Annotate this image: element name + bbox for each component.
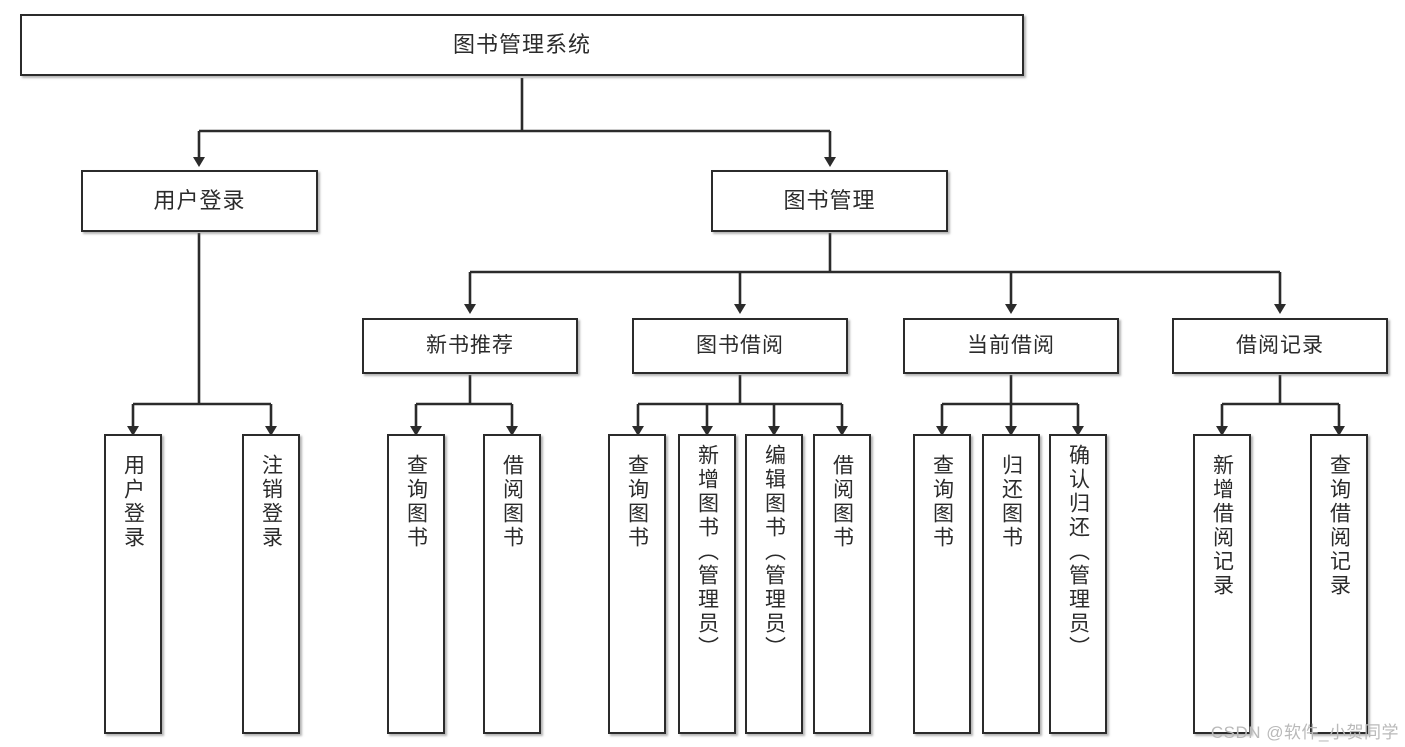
node-book-borrow-label: 图书借阅 (696, 333, 784, 357)
node-leaf-return-book[interactable]: 归还图书 (982, 434, 1040, 734)
node-leaf-query-book-3[interactable]: 查询图书 (913, 434, 971, 734)
node-leaf-add-book[interactable]: 新增图书（管理员） (678, 434, 736, 734)
node-leaf-return-book-label: 归还图书 (999, 454, 1023, 550)
node-borrow-record[interactable]: 借阅记录 (1172, 318, 1388, 374)
node-user-login[interactable]: 用户登录 (81, 170, 318, 232)
node-borrow-record-label: 借阅记录 (1236, 333, 1324, 357)
node-leaf-borrow-book-1-label: 借阅图书 (500, 454, 524, 550)
node-leaf-query-book-2[interactable]: 查询图书 (608, 434, 666, 734)
node-leaf-user-login-label: 用户登录 (121, 454, 145, 550)
node-user-login-label: 用户登录 (153, 188, 246, 214)
node-leaf-borrow-book-2-label: 借阅图书 (830, 454, 854, 550)
node-leaf-logout-login[interactable]: 注销登录 (242, 434, 300, 734)
node-current-borrow-label: 当前借阅 (967, 333, 1055, 357)
node-current-borrow[interactable]: 当前借阅 (903, 318, 1119, 374)
node-leaf-add-record-label: 新增借阅记录 (1210, 454, 1234, 598)
node-leaf-confirm-return-label: 确认归还（管理员） (1066, 444, 1090, 660)
node-leaf-logout-login-label: 注销登录 (259, 454, 283, 550)
node-leaf-edit-book[interactable]: 编辑图书（管理员） (745, 434, 803, 734)
node-leaf-user-login[interactable]: 用户登录 (104, 434, 162, 734)
node-leaf-query-book-1-label: 查询图书 (404, 454, 428, 550)
node-book-borrow[interactable]: 图书借阅 (632, 318, 848, 374)
node-new-book-recommend[interactable]: 新书推荐 (362, 318, 578, 374)
node-leaf-query-record[interactable]: 查询借阅记录 (1310, 434, 1368, 734)
node-book-manage[interactable]: 图书管理 (711, 170, 948, 232)
node-new-book-recommend-label: 新书推荐 (426, 333, 514, 357)
node-leaf-edit-book-label: 编辑图书（管理员） (762, 444, 786, 660)
node-leaf-query-record-label: 查询借阅记录 (1327, 454, 1351, 598)
watermark-text: CSDN @软件_小贺同学 (1210, 723, 1399, 742)
node-root-label: 图书管理系统 (452, 32, 591, 58)
node-leaf-add-book-label: 新增图书（管理员） (695, 444, 719, 660)
node-leaf-confirm-return[interactable]: 确认归还（管理员） (1049, 434, 1107, 734)
node-root[interactable]: 图书管理系统 (20, 14, 1024, 76)
node-book-manage-label: 图书管理 (783, 188, 876, 214)
node-leaf-borrow-book-1[interactable]: 借阅图书 (483, 434, 541, 734)
node-leaf-borrow-book-2[interactable]: 借阅图书 (813, 434, 871, 734)
node-leaf-query-book-2-label: 查询图书 (625, 454, 649, 550)
node-leaf-query-book-1[interactable]: 查询图书 (387, 434, 445, 734)
node-leaf-query-book-3-label: 查询图书 (930, 454, 954, 550)
node-leaf-add-record[interactable]: 新增借阅记录 (1193, 434, 1251, 734)
